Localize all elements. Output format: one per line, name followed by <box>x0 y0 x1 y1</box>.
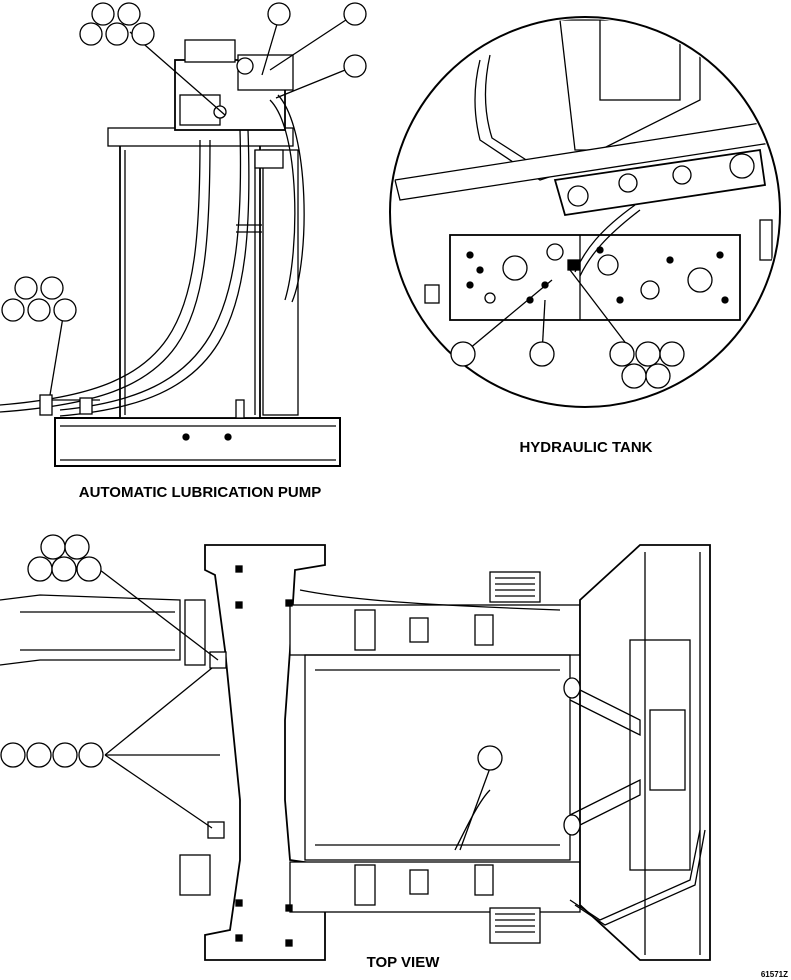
drawing-number: 61571Z <box>761 970 788 979</box>
tank-caption: HYDRAULIC TANK <box>519 439 652 456</box>
top-view-caption: TOP VIEW <box>367 954 441 971</box>
pump-caption: AUTOMATIC LUBRICATION PUMP <box>79 484 321 501</box>
lubrication-pump-view <box>0 39 341 467</box>
pump-callouts <box>1 2 367 396</box>
upper-rail <box>289 604 581 656</box>
lower-rail <box>289 861 581 913</box>
upper-grille <box>489 571 541 603</box>
tank-callouts <box>450 269 685 389</box>
top-view <box>0 544 711 961</box>
pump-base <box>54 417 341 467</box>
top-view-callouts <box>0 534 503 851</box>
hydraulic-tank-view <box>389 16 781 408</box>
